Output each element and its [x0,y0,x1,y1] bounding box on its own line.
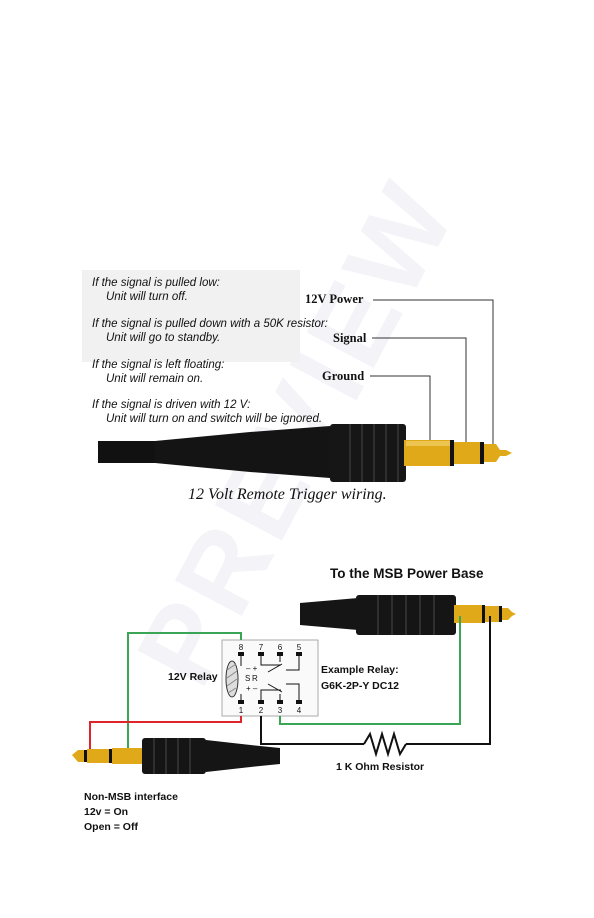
svg-text:+ –: + – [246,684,258,693]
relay-diagram-title: To the MSB Power Base [330,566,484,581]
coil-hatching [226,663,238,694]
pin-number: 6 [278,643,283,652]
label-signal: Signal [333,331,367,345]
note-50k-resistor: If the signal is pulled down with a 50K … [92,317,328,345]
note-result: Unit will turn on and switch will be ign… [106,413,323,425]
note-condition: If the signal is left floating: [92,359,225,371]
label-ground: Ground [322,369,365,383]
pin-number: 2 [259,706,264,715]
plug-ridges [349,424,399,482]
plug-tip [484,444,512,462]
plug-ring [454,442,480,464]
example-relay-part: G6K-2P-Y DC12 [321,680,400,692]
relay-label: 12V Relay [168,671,218,683]
interface-on: 12v = On [84,806,129,818]
pin-number: 3 [278,706,283,715]
notes-background [82,270,300,362]
non-msb-plug [72,738,280,774]
note-condition: If the signal is pulled down with a 50K … [92,318,328,330]
wire-red [89,716,242,752]
note-condition: If the signal is pulled low: [92,277,220,289]
relay-pins [238,652,302,704]
label-12v-power: 12V Power [305,292,364,306]
strain-relief [155,426,330,478]
relay-coil [225,660,239,698]
insulator-ring-1 [450,440,454,466]
note-result: Unit will remain on. [106,373,204,385]
msb-plug [300,595,516,635]
relay-pin-numbers: 8 7 6 5 1 2 3 4 [239,643,302,715]
leader-power [373,299,494,446]
svg-text:– +: – + [246,664,258,673]
note-pulled-low: If the signal is pulled low: Unit will t… [92,276,220,304]
resistor-label: 1 K Ohm Resistor [336,761,425,773]
wire-black-to-msb [406,616,491,745]
note-condition: If the signal is driven with 12 V: [92,399,251,411]
coil-symbols: – + S R + – [245,664,258,693]
diagram-caption: 12 Volt Remote Trigger wiring. [188,486,387,503]
pin-number: 4 [297,706,302,715]
note-result: Unit will go to standby. [106,332,221,344]
cable [98,441,158,463]
svg-text:R: R [252,674,258,683]
resistor-symbol [363,730,407,758]
leader-ground [370,375,431,446]
wire-black-to-resistor-left [260,716,364,745]
note-driven-12v: If the signal is driven with 12 V: Unit … [92,398,322,426]
pin-number: 8 [239,643,244,652]
interface-notes: Non-MSB interface 12v = On Open = Off [84,790,178,835]
pin-number: 7 [259,643,264,652]
pin-number: 1 [239,706,244,715]
leader-lines [370,299,494,446]
note-result: Unit will turn off. [106,291,188,303]
leader-signal [372,337,467,446]
interface-off: Open = Off [84,821,138,833]
example-relay-label: Example Relay: [321,664,399,676]
svg-text:S: S [245,674,250,683]
interface-title: Non-MSB interface [84,791,178,803]
wire-green-to-msb [279,616,461,725]
relay-internal-wiring [240,656,300,700]
insulator-ring-2 [480,442,484,464]
wire-green-coil [127,632,242,748]
note-floating: If the signal is left floating: Unit wil… [92,358,224,386]
pin-number: 5 [297,643,302,652]
